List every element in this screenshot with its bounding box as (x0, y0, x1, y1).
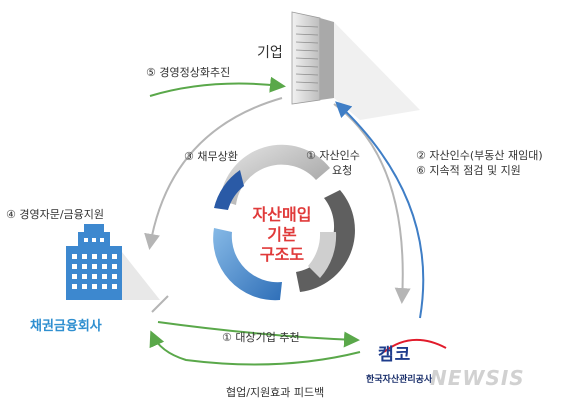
center-title: 자산매입 기본 구조도 (222, 205, 342, 265)
step-6-label: ⑥ 지속적 점검 및 지원 (416, 164, 521, 177)
kamco-logo-text: 캠코 (378, 345, 412, 365)
bank-building-icon (66, 224, 160, 300)
bank-title: 채권금융회사 (30, 319, 102, 334)
arrow-feedback (149, 330, 361, 366)
center-title-line3: 구조도 (259, 245, 305, 264)
step-1-request-label-line2: 요청 (332, 164, 353, 177)
step-2-label: ② 자산인수(부동산 재임대) (416, 149, 543, 162)
step-4-label: ④ 경영자문/금융지원 (6, 208, 105, 221)
kamco-logo-icon (383, 338, 447, 353)
arrow-kamco-to-company-support (335, 101, 425, 319)
arrow-kamco-to-company (149, 76, 286, 97)
center-title-line2: 기본 (267, 225, 297, 244)
center-title-line1: 자산매입 (252, 205, 312, 224)
arrow-bank-to-kamco (157, 321, 360, 348)
feedback-label: 협업/지원효과 피드백 (226, 386, 325, 399)
newsis-watermark: NEWSIS (430, 366, 525, 390)
step-5-label: ⑤ 경영정상화추진 (146, 66, 231, 79)
company-building-icon (291, 11, 420, 120)
company-title: 기업 (257, 45, 283, 61)
center-swirl-icon (213, 144, 355, 301)
step-3-label: ③ 채무상환 (184, 150, 238, 163)
arrow-bank-split (151, 295, 169, 313)
arrow-company-to-kamco (333, 103, 411, 304)
step-1-recommend-label: ① 대상기업 추천 (222, 331, 300, 344)
kamco-name: 한국자산관리공사 (366, 375, 433, 385)
step-1-request-label: ① 자산인수 (306, 149, 360, 162)
arrow-company-to-bank (144, 97, 283, 250)
